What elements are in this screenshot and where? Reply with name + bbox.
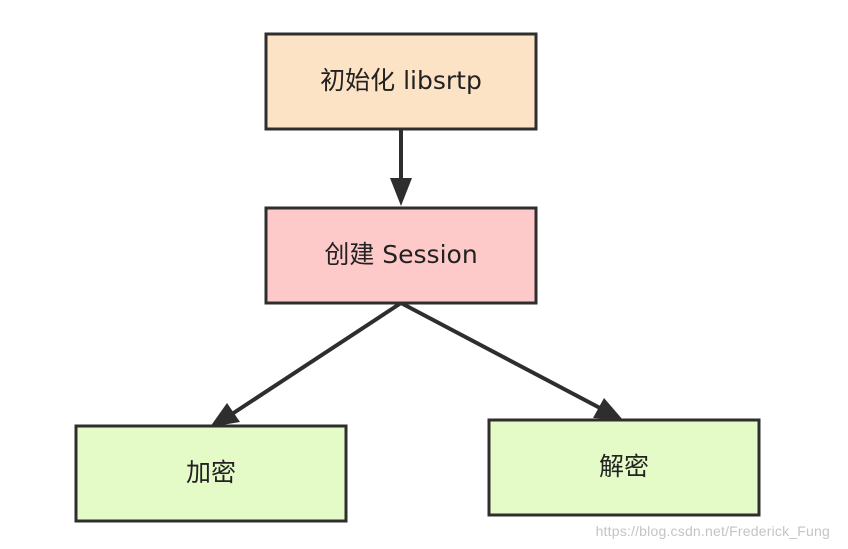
node-init-box [264,32,538,131]
edge-session-to-decrypt [400,301,623,420]
node-session-box [264,206,538,305]
node-decrypt-box [487,418,761,517]
node-encrypt: 加密 [74,424,348,523]
node-session-label: 创建 Session [324,240,477,269]
edge-init-to-session [390,130,412,206]
node-encrypt-label: 加密 [186,458,236,487]
node-init-label: 初始化 libsrtp [320,66,482,95]
arrowhead-icon [210,403,240,427]
arrowhead-icon [390,178,412,206]
node-decrypt: 解密 [487,418,761,517]
node-create-session: 创建 Session [264,206,538,305]
node-init-libsrtp: 初始化 libsrtp [264,32,538,131]
arrowhead-icon [593,398,623,420]
node-encrypt-box [74,424,348,523]
edge-session-to-encrypt [210,301,403,427]
watermark-text: https://blog.csdn.net/Frederick_Fung [595,523,830,539]
node-decrypt-label: 解密 [599,452,649,481]
